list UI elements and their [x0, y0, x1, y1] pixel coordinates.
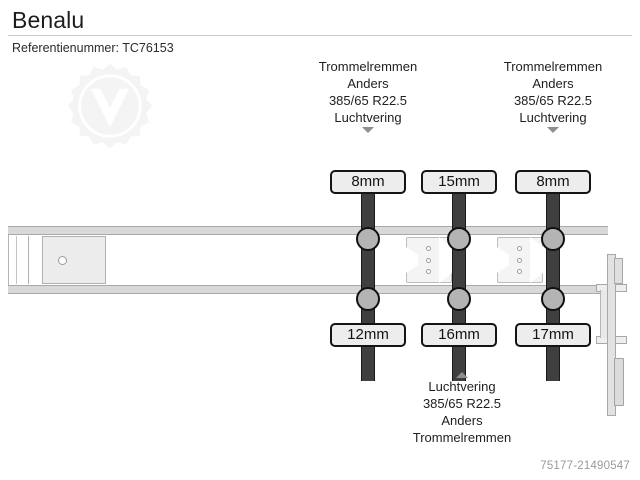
axle-bar — [546, 181, 560, 381]
bolt-hole-icon — [516, 269, 522, 274]
bolt-hole-icon — [425, 257, 431, 263]
bolt-hole-icon — [516, 246, 522, 251]
front-panel-divider-outer — [16, 236, 17, 284]
wheel-hub-right — [447, 287, 471, 311]
header-divider — [8, 35, 632, 36]
chassis-rail-top — [8, 226, 608, 235]
axle-1 — [356, 181, 380, 381]
rear-bumper-upper — [614, 258, 623, 284]
wheel-hub-right — [541, 287, 565, 311]
caption-line-make: Anders — [441, 413, 483, 428]
caption-arrow-down-icon — [547, 127, 559, 133]
caption-line-tyre-size: 385/65 R22.5 — [513, 93, 593, 108]
hanger-bolt-holes — [425, 246, 431, 274]
axle-bar — [361, 181, 375, 381]
wheel-hub-right — [356, 287, 380, 311]
caption-line-suspension: Luchtvering — [334, 110, 402, 125]
tread-depth-top-2: 15mm — [421, 170, 497, 194]
axle-3 — [541, 181, 565, 381]
front-panel-divider-inner — [28, 236, 29, 284]
tread-depth-top-1: 8mm — [330, 170, 406, 194]
suspension-hanger-2 — [497, 237, 543, 283]
caption-line-tyre-size: 385/65 R22.5 — [422, 396, 502, 411]
kingpin-circle-icon — [58, 256, 67, 265]
axle-2 — [447, 181, 471, 381]
axle-caption-rear-top: Trommelremmen Anders 385/65 R22.5 Luchtv… — [473, 58, 633, 133]
bolt-hole-icon — [425, 246, 431, 251]
caption-line-suspension: Luchtvering — [519, 110, 587, 125]
page-title: Benalu — [12, 7, 85, 33]
chassis-rail-bottom — [8, 285, 608, 294]
caption-line-tyre-size: 385/65 R22.5 — [328, 93, 408, 108]
rear-vertical-post — [607, 254, 616, 416]
wheel-hub-left — [541, 227, 565, 251]
chassis-frame — [8, 226, 609, 294]
tread-depth-bottom-3: 17mm — [515, 323, 591, 347]
axle-bar — [452, 181, 466, 381]
kingpin-plate — [42, 236, 106, 284]
caption-line-suspension: Luchtvering — [428, 379, 496, 394]
wheel-hub-left — [356, 227, 380, 251]
caption-line-make: Anders — [532, 76, 574, 91]
axle-caption-rear-bottom: Luchtvering 385/65 R22.5 Anders Trommelr… — [382, 371, 542, 446]
hanger-bolt-holes — [516, 246, 522, 274]
caption-line-brake: Trommelremmen — [318, 59, 418, 74]
watermark-id: 75177-21490547 — [540, 460, 630, 472]
suspension-hanger-1 — [406, 237, 452, 283]
caption-line-brake: Trommelremmen — [412, 430, 512, 445]
trailer-axle-diagram: Trommelremmen Anders 385/65 R22.5 Luchtv… — [0, 58, 640, 458]
axle-caption-front: Trommelremmen Anders 385/65 R22.5 Luchtv… — [288, 58, 448, 133]
reference-number: Referentienummer: TC76153 — [12, 41, 174, 55]
rear-bumper-lower — [614, 358, 624, 406]
tread-depth-top-3: 8mm — [515, 170, 591, 194]
tread-depth-bottom-1: 12mm — [330, 323, 406, 347]
bolt-hole-icon — [516, 257, 522, 263]
caption-arrow-down-icon — [362, 127, 374, 133]
wheel-hub-left — [447, 227, 471, 251]
caption-arrow-up-icon — [456, 372, 468, 378]
caption-line-brake: Trommelremmen — [503, 59, 603, 74]
bolt-hole-icon — [425, 269, 431, 274]
caption-line-make: Anders — [347, 76, 389, 91]
tread-depth-bottom-2: 16mm — [421, 323, 497, 347]
gear-logo-icon — [67, 63, 153, 149]
